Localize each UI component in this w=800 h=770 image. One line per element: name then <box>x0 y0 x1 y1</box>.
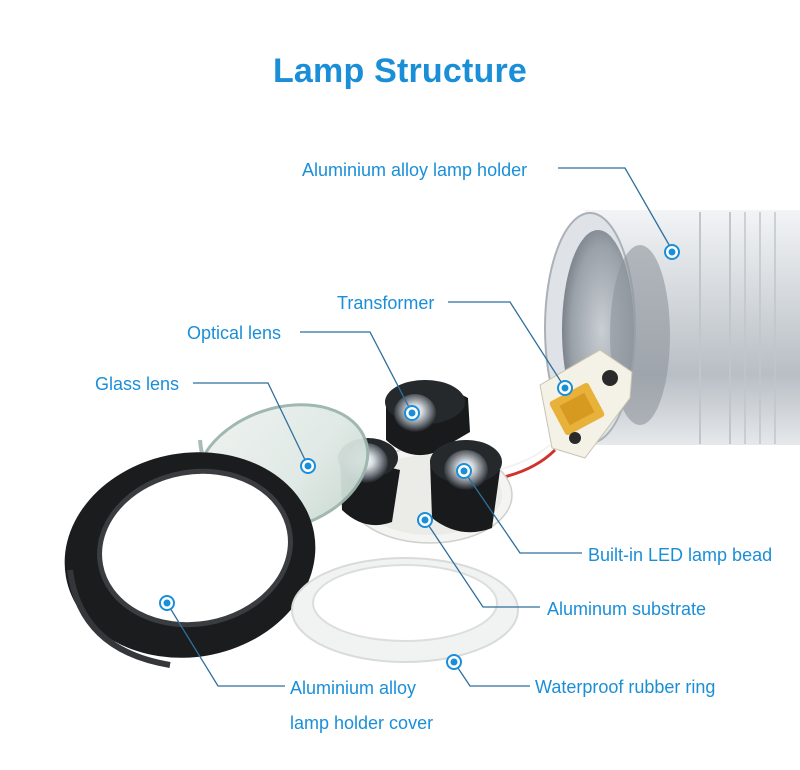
rubber-ring-shape <box>292 558 518 662</box>
leader-rubber-ring <box>454 662 530 686</box>
label-transformer: Transformer <box>337 292 434 314</box>
label-optical-lens: Optical lens <box>187 322 281 344</box>
label-rubber-ring: Waterproof rubber ring <box>535 676 715 698</box>
label-led-bead: Built-in LED lamp bead <box>588 544 772 566</box>
marker-holder <box>665 245 679 259</box>
marker-optical-lens <box>405 406 419 420</box>
marker-transformer <box>558 381 572 395</box>
marker-rubber-ring <box>447 655 461 669</box>
marker-substrate <box>418 513 432 527</box>
marker-glass-lens <box>301 459 315 473</box>
label-substrate: Aluminum substrate <box>547 598 706 620</box>
label-holder: Aluminium alloy lamp holder <box>302 159 527 181</box>
label-cover-line2: lamp holder cover <box>290 712 433 734</box>
label-cover-line1: Aluminium alloy <box>290 677 416 699</box>
marker-cover <box>160 596 174 610</box>
marker-led-bead <box>457 464 471 478</box>
label-glass-lens: Glass lens <box>95 373 179 395</box>
